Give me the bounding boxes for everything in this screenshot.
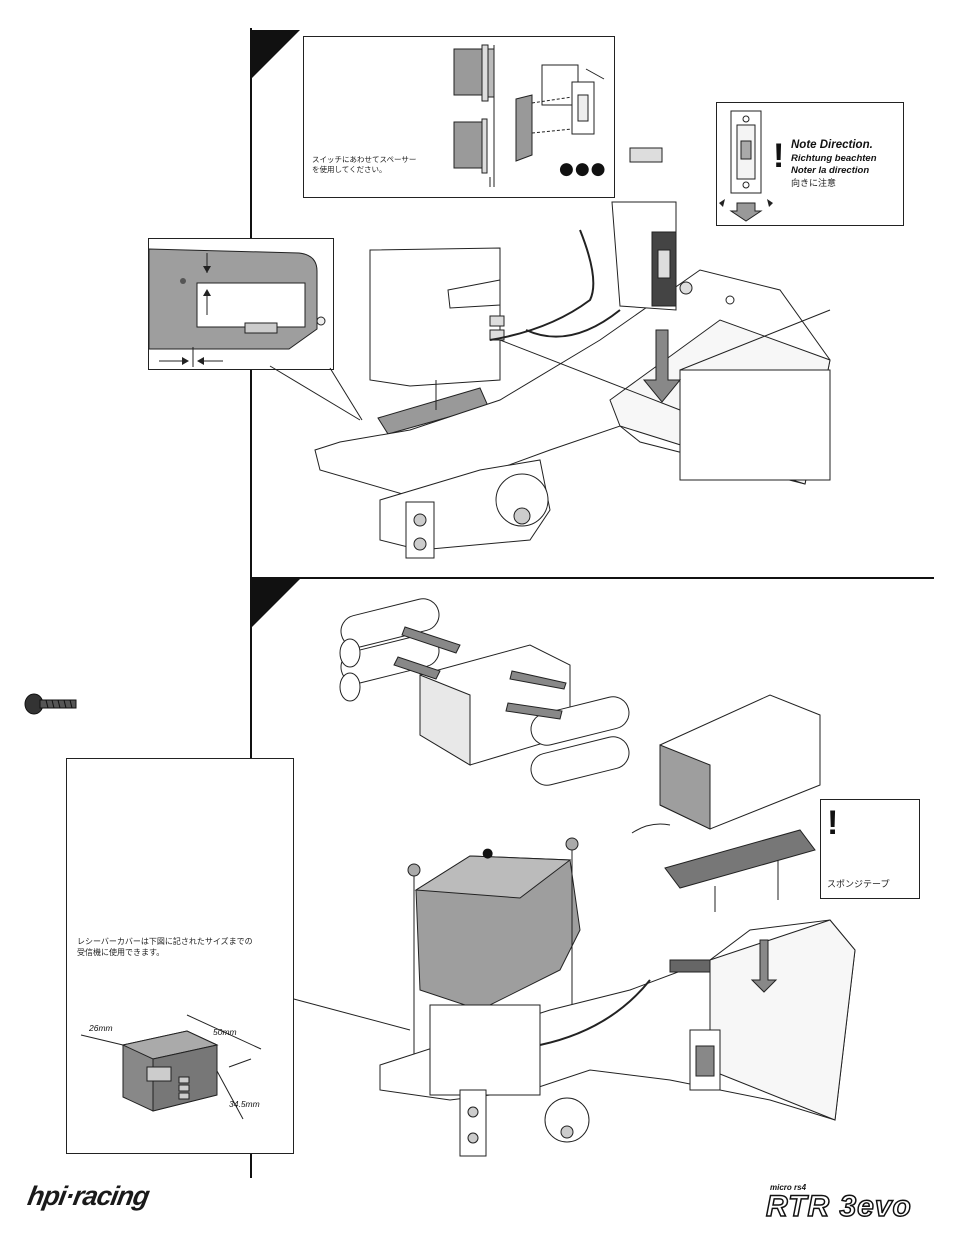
note-direction-title: Note Direction. <box>791 139 873 151</box>
receiver-note-line2: 受信機に使用できます。 <box>77 948 165 957</box>
step2-corner-marker <box>252 579 300 627</box>
switch-direction-illustration <box>719 110 773 222</box>
sponge-tape-label: スポンジテープ <box>827 880 890 890</box>
battery-holder-illustration <box>339 598 821 834</box>
step-divider-horizontal <box>250 577 934 579</box>
spacer-note-line2: を使用してください。 <box>312 165 387 174</box>
step1-chassis-assembly-illustration <box>269 147 831 559</box>
note-direction-japanese: 向きに注意 <box>791 179 837 189</box>
spacer-note-line1: スイッチにあわせてスペーサー <box>312 155 417 164</box>
note-direction-box: ! Note Direction. Richtung beachten Note… <box>716 102 904 226</box>
dimension-height-label: 34.5mm <box>229 1099 260 1109</box>
direction-warning-icon: ! <box>773 137 785 175</box>
receiver-mount-detail-box <box>148 238 334 370</box>
rtr-3evo-logo: RTR 3evo <box>765 1189 912 1224</box>
dimension-width-label: 26mm <box>89 1023 113 1033</box>
hpi-racing-logo: hpi·racing <box>25 1181 152 1211</box>
receiver-note-line1: レシーバーカバーは下図に記されたサイズまでの <box>77 937 253 946</box>
spacer-detail-box: スイッチにあわせてスペーサー を使用してください。 ●●● <box>303 36 615 198</box>
receiver-mount-detail-illustration <box>149 248 326 367</box>
receiver-size-box: レシーバーカバーは下図に記されたサイズまでの 受信機に使用できます。 26mm … <box>66 758 294 1154</box>
micro-rs4-logo-text: micro rs4 <box>770 1183 807 1192</box>
receiver-dimension-illustration <box>80 1014 262 1120</box>
step-divider-vertical <box>250 28 252 1178</box>
sponge-tape-warning-box: ! スポンジテープ <box>820 799 920 899</box>
step1-corner-marker <box>252 30 300 78</box>
screw-icon <box>24 693 77 715</box>
sponge-warning-icon: ! <box>827 804 839 842</box>
switch-spacer-illustration <box>453 44 605 187</box>
screw-count-dot: ● <box>482 846 494 861</box>
note-direction-french: Noter la direction <box>791 165 870 176</box>
spacer-count-dots: ●●● <box>559 159 607 179</box>
step2-chassis-assembly-illustration <box>289 829 856 1157</box>
note-direction-german: Richtung beachten <box>791 153 877 164</box>
dimension-length-label: 50mm <box>213 1027 237 1037</box>
